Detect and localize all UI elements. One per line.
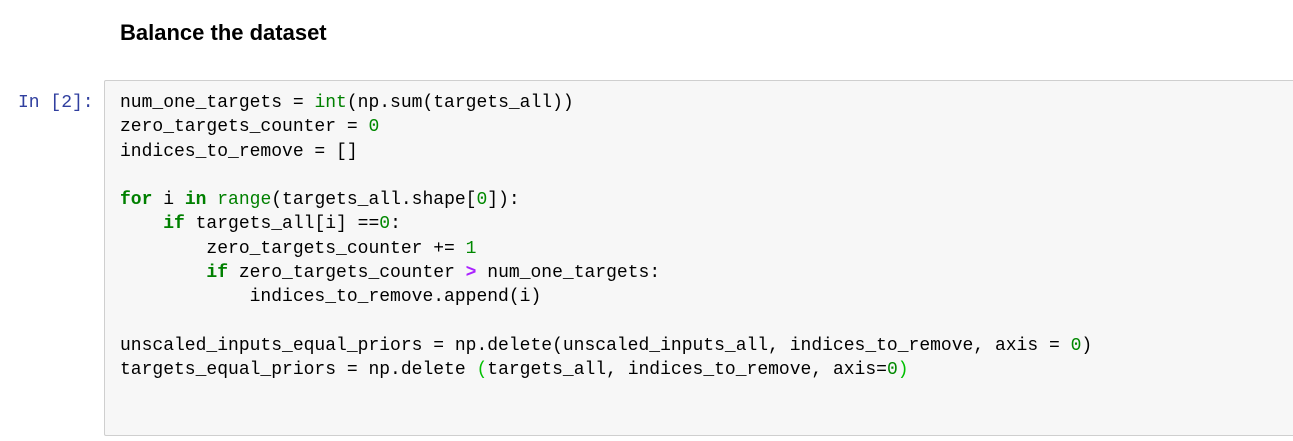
code-token: 0	[476, 190, 488, 211]
code-token: )	[897, 360, 909, 381]
cell-prompt: In [2]:	[18, 93, 94, 113]
code-token: >	[465, 263, 477, 284]
code-token: indices_to_remove = []	[120, 141, 358, 162]
code-token: unscaled_inputs_equal_priors = np.delete…	[120, 335, 1071, 356]
code-token: (targets_all.shape[	[271, 190, 477, 211]
code-token: (	[476, 360, 488, 381]
code-token: for	[120, 190, 153, 211]
code-token: targets_equal_priors = np.delete	[120, 360, 477, 381]
markdown-heading: Balance the dataset	[120, 20, 327, 45]
code-token: 0	[379, 214, 391, 235]
code-token: zero_targets_counter +=	[120, 238, 466, 259]
code-token: ]):	[487, 190, 520, 211]
code-line: if zero_targets_counter > num_one_target…	[120, 261, 1092, 285]
code-cell[interactable]: num_one_targets = int(np.sum(targets_all…	[104, 80, 1293, 436]
code-token: if	[163, 214, 185, 235]
code-token	[120, 214, 163, 234]
code-line: indices_to_remove = []	[120, 140, 1092, 164]
code-line: zero_targets_counter += 1	[120, 237, 1092, 261]
code-line: targets_equal_priors = np.delete (target…	[120, 358, 1092, 382]
code-line: num_one_targets = int(np.sum(targets_all…	[120, 91, 1092, 115]
code-line: indices_to_remove.append(i)	[120, 285, 1092, 309]
code-token: num_one_targets =	[120, 93, 315, 113]
code-token: 1	[465, 238, 477, 259]
code-line	[120, 164, 1092, 188]
code-token: :	[390, 214, 401, 235]
code-token: targets_all[i] ==	[184, 214, 380, 235]
code-token	[120, 263, 206, 283]
code-line: zero_targets_counter = 0	[120, 115, 1092, 139]
code-token: 0	[1070, 335, 1082, 356]
code-line	[120, 310, 1092, 334]
code-token: (np.sum(targets_all))	[346, 93, 574, 113]
code-token: targets_all, indices_to_remove, axis=	[487, 360, 887, 381]
code-token: 0	[886, 360, 898, 381]
code-token: if	[206, 263, 229, 284]
code-token: int	[314, 93, 347, 113]
code-token: zero_targets_counter	[228, 263, 466, 284]
code-token: zero_targets_counter =	[120, 117, 369, 138]
code-token: num_one_targets:	[476, 263, 661, 284]
code-line: for i in range(targets_all.shape[0]):	[120, 188, 1092, 212]
code-token: )	[1081, 335, 1093, 356]
code-token: i	[152, 190, 185, 211]
code-line: unscaled_inputs_equal_priors = np.delete…	[120, 334, 1092, 358]
code-token: range	[217, 190, 272, 211]
code-token: in	[184, 190, 207, 211]
code-editor[interactable]: num_one_targets = int(np.sum(targets_all…	[120, 91, 1092, 383]
code-line: if targets_all[i] ==0:	[120, 212, 1092, 236]
code-token: indices_to_remove.append(i)	[120, 287, 542, 308]
code-token	[206, 190, 217, 210]
code-token: 0	[368, 117, 380, 138]
